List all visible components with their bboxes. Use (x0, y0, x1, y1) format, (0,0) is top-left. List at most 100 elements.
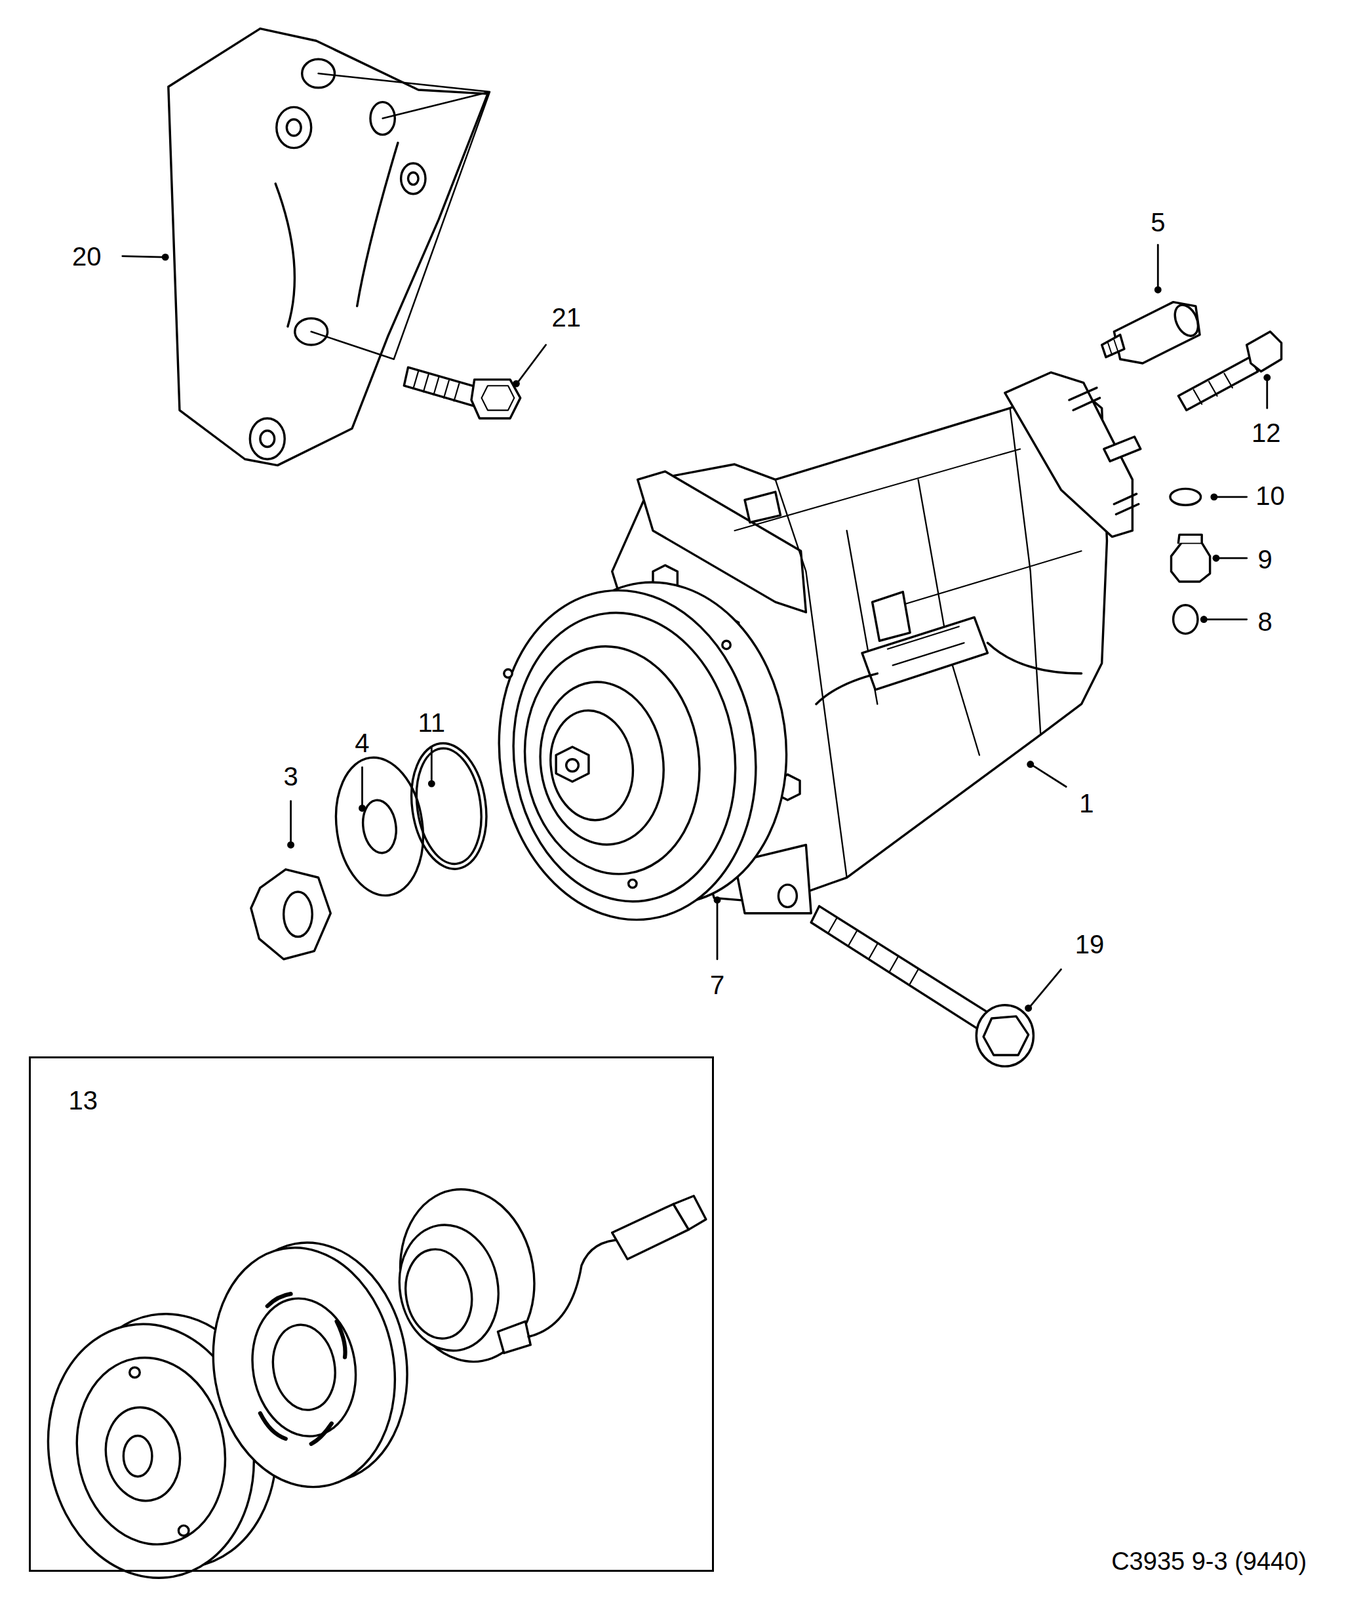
leader-dot (161, 253, 1272, 1012)
mounting-bracket (286, 119, 301, 136)
compressor-body (887, 626, 965, 665)
drawing-code: C3935 9-3 (9440) (1111, 1548, 1307, 1574)
compressor-body (778, 884, 797, 907)
drain-plug (1170, 542, 1210, 582)
shaft-nut (251, 869, 331, 960)
compressor-body (872, 591, 911, 642)
clutch-kit (389, 1216, 509, 1359)
pressure-switch (1102, 300, 1204, 363)
leader-line (1205, 618, 1247, 621)
clutch-kit (178, 1524, 189, 1536)
leader-line (289, 801, 292, 844)
callout-number: 4 (354, 729, 370, 756)
mounting-bracket (168, 28, 490, 466)
mounting-bracket (168, 28, 488, 466)
clutch-kit (673, 1195, 707, 1230)
leader-dot (287, 841, 295, 849)
leader-line (361, 767, 364, 806)
manifold-bolt (1193, 373, 1233, 405)
leader-dot (1154, 285, 1162, 294)
pressure-switch (1107, 339, 1119, 355)
mounting-bracket (275, 183, 295, 327)
leader-dot (1263, 373, 1271, 381)
clutch-kit (129, 1366, 141, 1378)
clutch-kit (28, 1178, 707, 1594)
manifold-bolt (1246, 331, 1282, 372)
compressor-body (1113, 493, 1139, 514)
leader-line (1032, 765, 1066, 787)
compressor-body (734, 449, 1082, 613)
mounting-bracket (249, 418, 285, 459)
bracket-bolt (481, 385, 515, 410)
clutch-kit (398, 1243, 479, 1344)
o-ring (403, 738, 495, 874)
pressure-switch (1170, 300, 1203, 339)
clutch-kit (528, 1239, 623, 1337)
callout-number: 12 (1251, 419, 1282, 446)
callout-number: 20 (72, 243, 102, 270)
leader-dot (1200, 615, 1208, 623)
clutch-pulley (555, 746, 589, 782)
clutch-kit (260, 1293, 346, 1444)
callout-number: 13 (68, 1086, 99, 1114)
leader-line (1216, 495, 1247, 498)
callout-number: 19 (1075, 930, 1105, 958)
shaft-nut (251, 869, 331, 960)
leader-dot (1210, 493, 1218, 501)
mounting-bracket (408, 172, 419, 185)
bracket-bolt (403, 367, 480, 406)
leader-line (430, 748, 433, 782)
mounting-bracket (276, 106, 312, 148)
bracket-bolt (403, 367, 520, 419)
compressor-body (744, 491, 781, 523)
bracket-bolt (413, 371, 459, 401)
clutch-kit (497, 1321, 531, 1353)
leader-line (122, 256, 164, 258)
callout-number: 7 (710, 971, 725, 998)
mounting-bracket (401, 163, 426, 195)
mounting-bracket (260, 430, 275, 448)
clutch-pulley (510, 634, 714, 886)
clutch-pulley (722, 640, 731, 649)
leader-line (1030, 968, 1062, 1006)
clutch-pulley (628, 879, 637, 888)
compressor-body (816, 642, 1082, 704)
shaft-washer (359, 797, 400, 855)
clutch-kit (62, 1345, 240, 1556)
clutch-pulley (504, 669, 513, 678)
drain-plug (1170, 534, 1210, 582)
compressor-body (775, 407, 1042, 878)
o-ring (1173, 605, 1198, 634)
callout-number: 3 (283, 763, 298, 790)
callout-number: 21 (551, 304, 581, 331)
leader-dot (1212, 554, 1221, 562)
leader-line (1157, 244, 1160, 288)
leader-line (518, 344, 547, 382)
long-bolt (828, 918, 919, 985)
leader-dot (358, 804, 366, 812)
drain-plug (1178, 534, 1202, 543)
manifold-bolt (1178, 357, 1258, 411)
leader-dot (1026, 760, 1034, 768)
leader-line (1218, 557, 1247, 560)
o-ring (1170, 488, 1202, 505)
clutch-kit (123, 1435, 153, 1476)
callout-number: 9 (1258, 546, 1273, 573)
leader-dot (512, 380, 520, 388)
inset-frame: 13 (28, 1056, 715, 1572)
leader-dot (161, 253, 170, 261)
clutch-pulley (543, 704, 640, 826)
callout-number: 8 (1258, 608, 1273, 635)
leader-dot (428, 780, 436, 788)
leader-line (716, 902, 719, 960)
shaft-nut (283, 891, 313, 937)
bracket-bolt (471, 379, 521, 419)
mounting-bracket (357, 142, 398, 307)
clutch-kit (98, 1400, 187, 1506)
long-bolt (983, 1016, 1028, 1055)
compressor-body (1069, 387, 1101, 410)
clutch-pulley (566, 759, 579, 772)
clutch-pulley (494, 597, 754, 916)
callout-number: 10 (1255, 482, 1285, 509)
